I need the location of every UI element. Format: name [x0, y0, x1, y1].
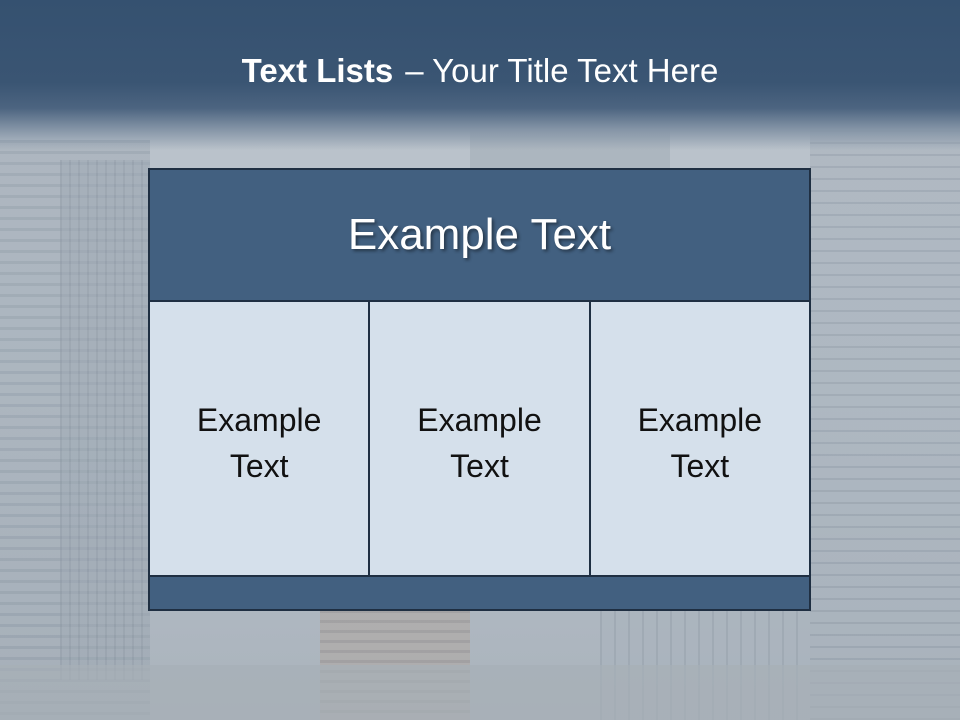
- table-cell-text: Example Text: [196, 401, 322, 484]
- table-cell-text: Example Text: [417, 401, 542, 484]
- street: [0, 665, 960, 720]
- slide-title-bold: Text Lists: [241, 52, 394, 89]
- table-cell-text: Example Text: [637, 401, 763, 484]
- table-cells-row: Example Text Example Text Example Text: [150, 300, 809, 577]
- slide-title-rest: – Your Title Text Here: [405, 52, 719, 89]
- text-list-table: Example Text Example Text Example Text E…: [148, 168, 811, 611]
- table-header: Example Text: [150, 170, 809, 300]
- building-left-inner: [60, 160, 150, 680]
- building-left: [0, 140, 150, 720]
- table-cell-1: Example Text: [150, 302, 369, 575]
- building-right: [810, 130, 960, 720]
- table-footer-bar: [150, 577, 809, 609]
- slide-title: Text Lists – Your Title Text Here: [0, 52, 960, 90]
- table-cell-3: Example Text: [588, 302, 809, 575]
- table-header-text: Example Text: [347, 210, 612, 259]
- title-band: Text Lists – Your Title Text Here: [0, 0, 960, 150]
- table-cell-2: Example Text: [368, 302, 589, 575]
